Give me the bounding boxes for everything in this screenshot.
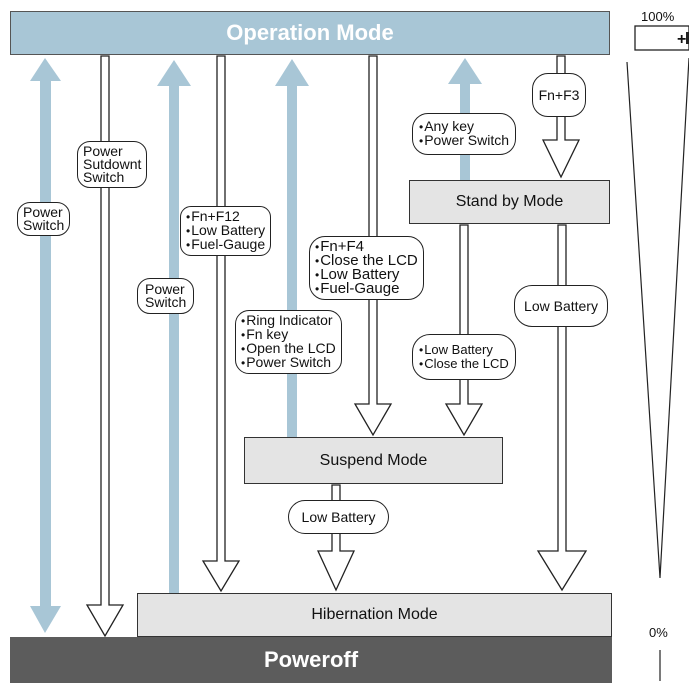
condition-fuel-gauge: Fuel-Gauge — [186, 237, 265, 252]
label-any-key-conditions: Any key Power Switch — [412, 113, 517, 155]
label-fn-f12-conditions: Fn+F12 Low Battery Fuel-Gauge — [180, 206, 272, 256]
condition-low-battery: Low Battery — [315, 267, 418, 282]
label-ring-indicator-conditions: Ring Indicator Fn key Open the LCD Power… — [235, 310, 342, 374]
blue-arrow-hibernation-operation — [157, 60, 191, 594]
battery-empty-label: 0% — [649, 625, 668, 640]
svg-text:+: + — [677, 31, 686, 48]
condition-ring-indicator: Ring Indicator — [241, 313, 336, 328]
label-power-switch-hibernation: Power Switch — [137, 278, 195, 314]
condition-any-key: Any key — [419, 119, 509, 134]
hollow-arrow-operation-hibernation — [201, 55, 241, 593]
condition-fn-f4: Fn+F4 — [315, 239, 418, 254]
label-standby-low-battery-conditions: Low Battery Close the LCD — [412, 334, 516, 380]
suspend-mode-box: Suspend Mode — [244, 437, 503, 484]
label-fn-f4-conditions: Fn+F4 Close the LCD Low Battery Fuel-Gau… — [309, 236, 424, 300]
blue-arrow-operation-poweroff — [30, 58, 61, 633]
battery-icon: + — [634, 25, 689, 51]
hollow-arrow-standby-suspend — [444, 224, 484, 437]
condition-low-battery: Low Battery — [419, 343, 509, 357]
condition-close-lcd: Close the LCD — [419, 357, 509, 371]
label-low-battery-standby-hibernation: Low Battery — [514, 285, 608, 327]
operation-mode-box: Operation Mode — [10, 11, 610, 55]
condition-power-switch: Power Switch — [419, 133, 509, 148]
condition-fn-f12: Fn+F12 — [186, 209, 265, 224]
condition-low-battery: Low Battery — [186, 223, 265, 238]
condition-fn-key: Fn key — [241, 327, 336, 342]
condition-fuel-gauge: Fuel-Gauge — [315, 281, 418, 296]
poweroff-box: Poweroff — [10, 637, 612, 683]
hollow-arrow-standby-hibernation — [536, 224, 588, 592]
label-power-shutdown-switch: Power Sutdownt Switch — [77, 141, 148, 188]
label-power-switch-operation-poweroff: Power Switch — [17, 202, 71, 236]
hollow-arrow-suspend-hibernation — [316, 484, 356, 592]
label-low-battery-suspend-hibernation: Low Battery — [288, 500, 389, 534]
standby-mode-box: Stand by Mode — [409, 180, 610, 224]
condition-open-lcd: Open the LCD — [241, 341, 336, 356]
battery-level-wedge — [626, 57, 689, 579]
label-fn-f3: Fn+F3 — [532, 73, 586, 117]
battery-full-label: 100% — [641, 9, 675, 24]
condition-power-switch: Power Switch — [241, 355, 336, 370]
battery-gauge: + — [626, 25, 689, 681]
hibernation-mode-box: Hibernation Mode — [137, 593, 612, 637]
condition-close-lcd: Close the LCD — [315, 253, 418, 268]
blue-arrow-suspend-operation — [275, 59, 309, 438]
